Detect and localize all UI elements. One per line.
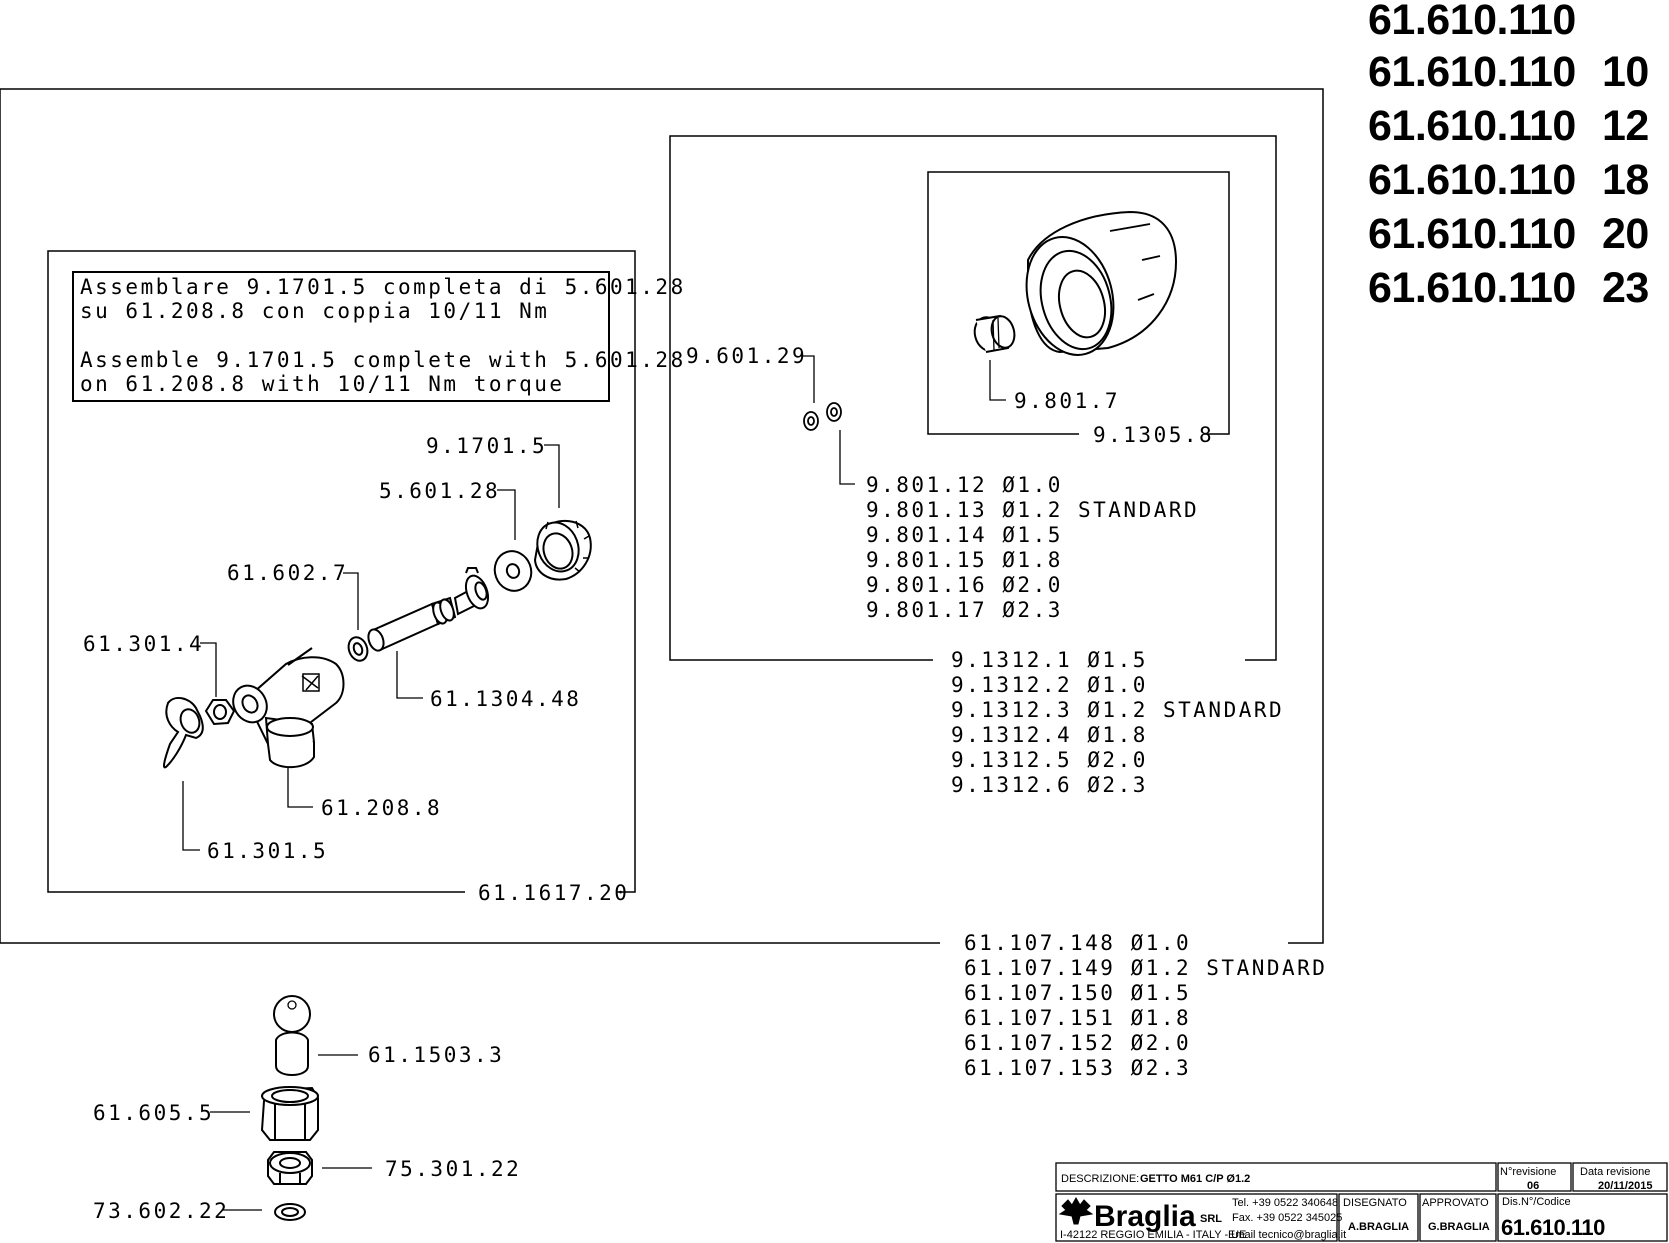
company-name: Braglia <box>1094 1200 1196 1233</box>
cap-subassembly-frame <box>927 171 1230 435</box>
leader-9-601-29 <box>800 355 815 403</box>
leader-nozzle-list <box>839 430 855 485</box>
drawing-code-label: Dis.N°/Codice <box>1502 1196 1571 1208</box>
valve-subassembly-frame <box>47 250 636 893</box>
product-code-row-6: 61.610.110 <box>1368 264 1576 312</box>
title-desc-label: DESCRIZIONE: <box>1061 1173 1139 1185</box>
company-address: I-42122 REGGIO EMILIA - ITALY - UE <box>1060 1229 1246 1241</box>
note-en-line-1: Assemble 9.1701.5 complete with 5.601.28 <box>80 348 686 372</box>
approved-by-value: G.BRAGLIA <box>1428 1221 1490 1233</box>
title-desc-value: GETTO M61 C/P Ø1.2 <box>1140 1173 1250 1185</box>
company-tel: Tel. +39 0522 340648 <box>1232 1197 1338 1209</box>
label-9-601-29: 9.601.29 <box>686 344 807 368</box>
label-5-601-28: 5.601.28 <box>379 479 500 503</box>
nozzle-list-item-1: 9.801.12 Ø1.0 <box>866 473 1063 497</box>
cap-illustration <box>973 210 1178 356</box>
title-date-value: 20/11/2015 <box>1598 1180 1652 1192</box>
label-61-208-8: 61.208.8 <box>321 796 442 820</box>
nozzle-washers-illustration <box>803 402 842 431</box>
label-73-602-22: 73.602.22 <box>93 1199 229 1223</box>
leader-5-601-28 <box>497 489 516 540</box>
label-9-1305-8: 9.1305.8 <box>1093 423 1214 447</box>
maple-leaf-icon <box>1058 1196 1094 1225</box>
product-code-list: 61.610.110 61.610.110 10 61.610.110 12 6… <box>1368 0 1649 312</box>
label-9-801-7: 9.801.7 <box>1014 389 1120 413</box>
note-en-line-2: on 61.208.8 with 10/11 Nm torque <box>80 372 565 396</box>
assembly-note-box <box>72 271 610 402</box>
leader-61-301-4 <box>200 642 217 697</box>
cap-list-item-3: 9.1312.3 Ø1.2 STANDARD <box>951 698 1284 722</box>
cap-list-item-6: 9.1312.6 Ø2.3 <box>951 773 1148 797</box>
label-75-301-22: 75.301.22 <box>385 1157 521 1181</box>
label-61-1503-3: 61.1503.3 <box>368 1043 504 1067</box>
drawn-by-value: A.BRAGLIA <box>1348 1221 1409 1233</box>
wing-nut-part <box>163 696 204 769</box>
product-code-row-3: 61.610.110 <box>1368 102 1576 150</box>
leader-61-1304-48 <box>396 651 423 699</box>
drawing-code-value: 61.610.110 <box>1501 1215 1605 1240</box>
leader-9-1701-5 <box>544 444 560 508</box>
nozzle-list-item-4: 9.801.15 Ø1.8 <box>866 548 1063 572</box>
nozzle-list-item-5: 9.801.16 Ø2.0 <box>866 573 1063 597</box>
approved-by-label: APPROVATO <box>1422 1197 1489 1209</box>
fittings-illustration <box>260 995 319 1221</box>
company-email: Email tecnico@braglia.it <box>1228 1229 1346 1241</box>
cap-list-item-2: 9.1312.2 Ø1.0 <box>951 673 1148 697</box>
product-code-row-4: 61.610.110 <box>1368 156 1576 204</box>
valve-body-illustration <box>163 519 592 769</box>
label-61-605-5: 61.605.5 <box>93 1101 214 1125</box>
drawn-by-label: DISEGNATO <box>1343 1197 1407 1209</box>
company-fax: Fax. +39 0522 345025 <box>1232 1212 1342 1224</box>
note-it-line-1: Assemblare 9.1701.5 completa di 5.601.28 <box>80 275 686 299</box>
product-code-suffix-2: 10 <box>1602 48 1649 96</box>
leader-61-301-5 <box>182 781 200 851</box>
assembly-list-item-1: 61.107.148 Ø1.0 <box>964 931 1191 955</box>
cap-list-item-1: 9.1312.1 Ø1.5 <box>951 648 1148 672</box>
leader-9-801-7 <box>989 360 1006 401</box>
assembly-list-item-6: 61.107.153 Ø2.3 <box>964 1056 1191 1080</box>
product-code-suffix-6: 23 <box>1602 264 1649 312</box>
label-61-301-4: 61.301.4 <box>83 632 204 656</box>
product-code-suffix-3: 12 <box>1602 102 1649 150</box>
assembly-frame <box>0 88 1324 944</box>
product-code-row-5: 61.610.110 <box>1368 210 1576 258</box>
title-block <box>1055 1162 1668 1242</box>
title-rev-value: 06 <box>1527 1180 1539 1192</box>
label-61-1617-20: 61.1617.20 <box>478 881 629 905</box>
assembly-list-item-5: 61.107.152 Ø2.0 <box>964 1031 1191 1055</box>
nozzle-list-item-2: 9.801.13 Ø1.2 STANDARD <box>866 498 1199 522</box>
product-code-suffix-5: 20 <box>1602 210 1649 258</box>
label-9-1701-5: 9.1701.5 <box>426 434 547 458</box>
nozzle-subassembly-frame <box>669 135 1277 661</box>
product-code-row-1: 61.610.110 <box>1368 0 1576 44</box>
note-it-line-2: su 61.208.8 con coppia 10/11 Nm <box>80 299 549 323</box>
title-date-label: Data revisione <box>1580 1166 1650 1178</box>
nozzle-list-item-3: 9.801.14 Ø1.5 <box>866 523 1063 547</box>
nozzle-list-item-6: 9.801.17 Ø2.3 <box>866 598 1063 622</box>
assembly-list-item-3: 61.107.150 Ø1.5 <box>964 981 1191 1005</box>
leader-61-208-8 <box>287 760 313 808</box>
leader-61-602-7 <box>343 572 359 630</box>
braglia-logo: Braglia SRL <box>1058 1196 1222 1233</box>
company-suffix: SRL <box>1200 1213 1222 1225</box>
label-61-1304-48: 61.1304.48 <box>430 687 581 711</box>
label-61-602-7: 61.602.7 <box>227 561 348 585</box>
title-rev-label: N°revisione <box>1500 1166 1556 1178</box>
product-code-row-2: 61.610.110 <box>1368 48 1576 96</box>
assembly-list-item-2: 61.107.149 Ø1.2 STANDARD <box>964 956 1327 980</box>
label-61-301-5: 61.301.5 <box>207 839 328 863</box>
cap-list-item-4: 9.1312.4 Ø1.8 <box>951 723 1148 747</box>
product-code-suffix-4: 18 <box>1602 156 1649 204</box>
assembly-list-item-4: 61.107.151 Ø1.8 <box>964 1006 1191 1030</box>
cap-list-item-5: 9.1312.5 Ø2.0 <box>951 748 1148 772</box>
